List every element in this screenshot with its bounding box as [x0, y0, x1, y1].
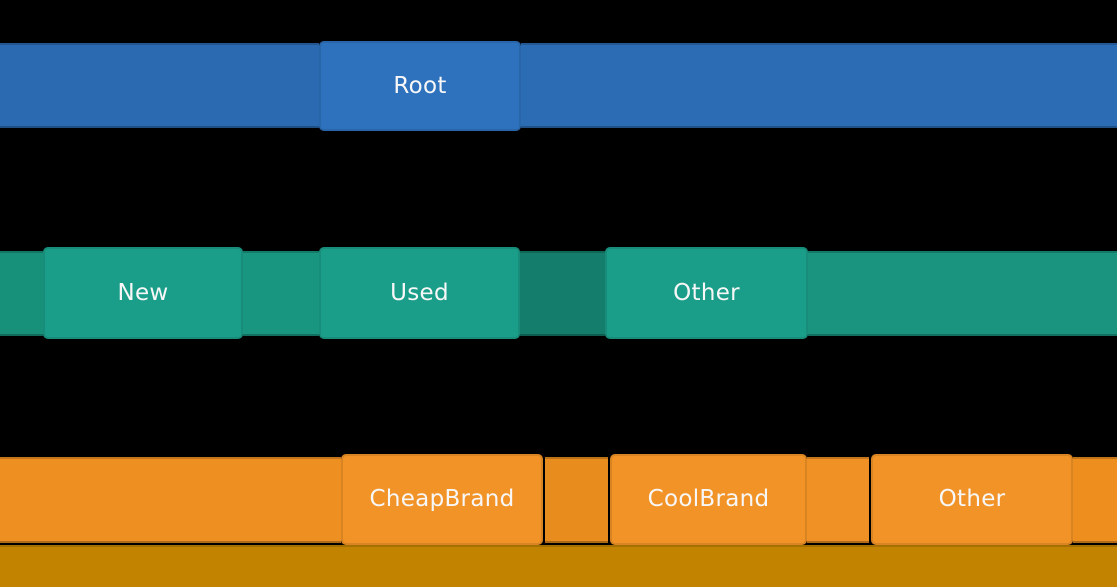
segment-blue-right-fill	[521, 43, 1117, 128]
segment-teal-fill-1	[243, 251, 319, 336]
gold-cutoff-band	[0, 545, 1117, 587]
segment-teal-right-fill	[808, 251, 1117, 336]
node-new[interactable]: New	[43, 247, 243, 339]
segment-teal-left-fill	[0, 251, 43, 336]
node-other-condition[interactable]: Other	[605, 247, 808, 339]
node-coolbrand[interactable]: CoolBrand	[610, 454, 807, 545]
node-label: CoolBrand	[647, 486, 770, 512]
node-label: Other	[673, 279, 740, 306]
node-cheapbrand[interactable]: CheapBrand	[341, 454, 543, 545]
node-label: Used	[390, 279, 449, 306]
segment-orange-left-fill	[0, 457, 341, 543]
node-label: Root	[393, 72, 447, 99]
segment-teal-fill-2	[520, 251, 605, 336]
node-label: New	[117, 279, 169, 306]
segment-orange-fill-1	[545, 457, 608, 543]
node-label: Other	[938, 486, 1006, 512]
segment-orange-right-fill	[1073, 457, 1117, 543]
node-used[interactable]: Used	[319, 247, 520, 339]
node-root[interactable]: Root	[319, 41, 521, 131]
segment-blue-left-fill	[0, 43, 319, 128]
node-label: CheapBrand	[369, 486, 515, 512]
segment-orange-fill-2	[807, 457, 869, 543]
node-other-brand[interactable]: Other	[871, 454, 1073, 545]
